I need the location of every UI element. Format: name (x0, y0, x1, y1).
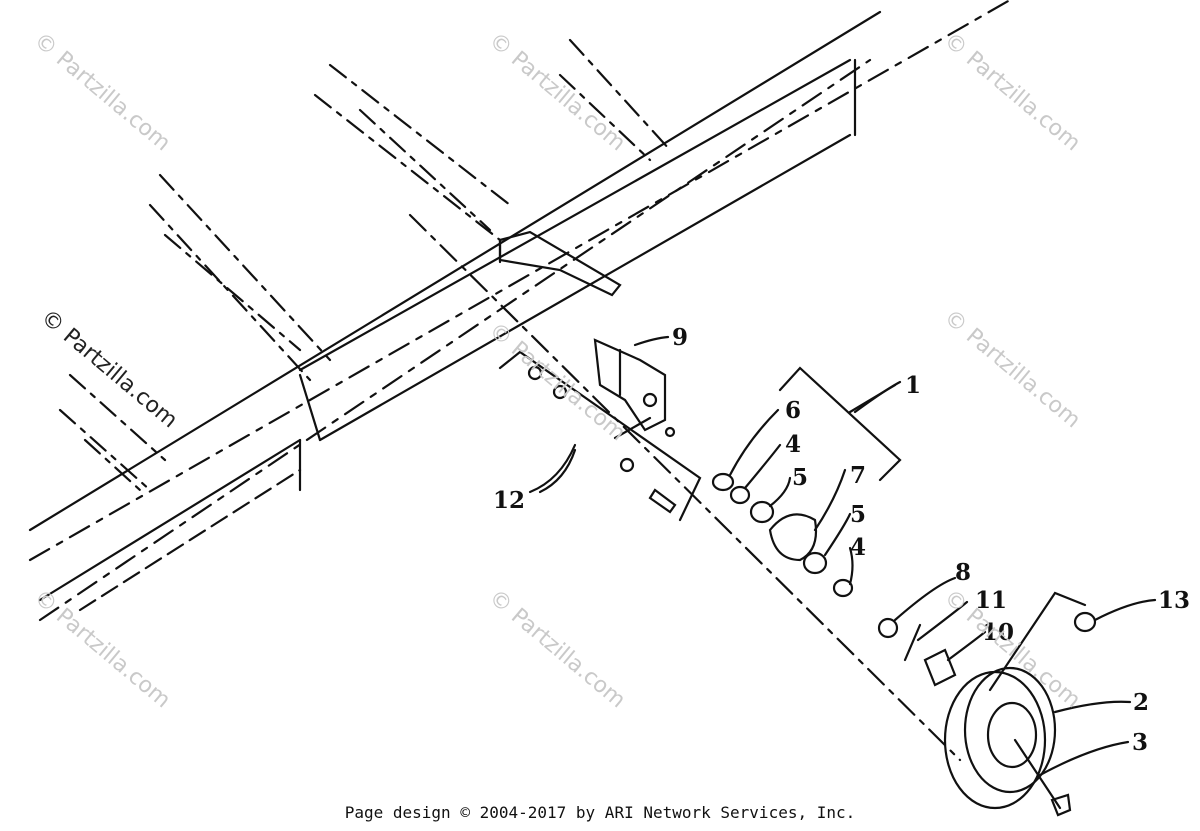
cross-tubes (58, 38, 672, 492)
callout-3: 1 (905, 372, 921, 399)
bearings-washers (711, 472, 957, 687)
callout-12: 12 (493, 487, 525, 514)
callout-5b: 5 (850, 501, 866, 528)
callout-9: 11 (975, 587, 1007, 614)
assembly-axis (408, 213, 962, 762)
callout-13: 13 (1158, 587, 1190, 614)
callouts: 9 1 6 4 5 7 5 4 12 8 11 10 13 2 3 (493, 324, 1190, 756)
callout-2: 3 (1132, 729, 1148, 756)
footer-copyright: Page design © 2004-2017 by ARI Network S… (344, 803, 856, 822)
callout-leaders (538, 335, 1157, 777)
callout-4b: 4 (850, 534, 866, 561)
bracket-part-11 (593, 338, 676, 438)
frame-rail (28, 0, 1012, 622)
callout-6: 6 (785, 397, 801, 424)
callout-8: 8 (955, 559, 971, 586)
callout-1: 2 (1133, 689, 1149, 716)
callout-7: 7 (850, 462, 866, 489)
cap-part-13 (1073, 611, 1097, 633)
hardware-kit-part-12 (498, 350, 702, 522)
callout-4: 4 (785, 431, 801, 458)
callout-11: 9 (672, 324, 688, 351)
wheel-part-1 (943, 666, 1072, 817)
callout-5: 5 (792, 464, 808, 491)
callout-10: 10 (982, 619, 1014, 646)
